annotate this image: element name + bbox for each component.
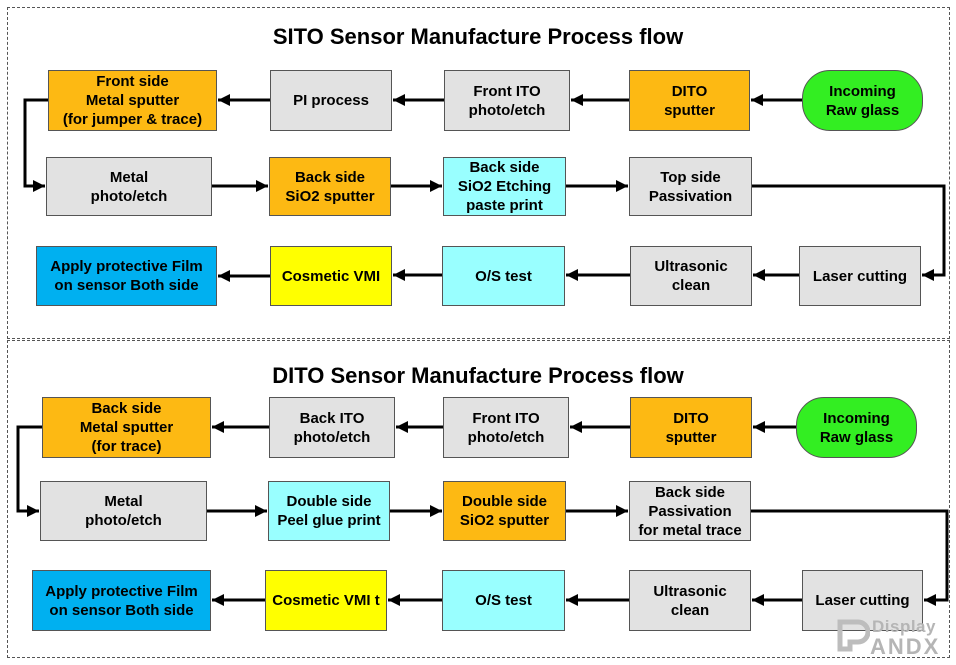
watermark-logo-icon — [837, 619, 870, 652]
sito-step-cosmetic-vmi: Cosmetic VMI — [270, 246, 392, 306]
sito-step-ultrasonic-clean: Ultrasonic clean — [630, 246, 752, 306]
sito-step-apply-protective-film: Apply protective Film on sensor Both sid… — [36, 246, 217, 306]
sito-title: SITO Sensor Manufacture Process flow — [272, 24, 684, 49]
sito-step-back-side-sio2-etching: Back side SiO2 Etching paste print — [443, 157, 566, 216]
dito-step-back-ito-photo-etch: Back ITO photo/etch — [269, 397, 395, 458]
sito-panel — [7, 7, 950, 339]
sito-step-laser-cutting: Laser cutting — [799, 246, 921, 306]
dito-step-dito-sputter: DITO sputter — [630, 397, 752, 458]
sito-step-front-ito-photo-etch: Front ITO photo/etch — [444, 70, 570, 131]
sito-step-metal-photo-etch: Metal photo/etch — [46, 157, 212, 216]
dito-arrow-9 — [751, 509, 949, 606]
sito-step-back-side-sio2-sputter: Back side SiO2 sputter — [269, 157, 391, 216]
dito-title: DITO Sensor Manufacture Process flow — [272, 363, 684, 388]
dito-step-back-side-metal-sputter: Back side Metal sputter (for trace) — [42, 397, 211, 458]
dito-step-back-side-passivation: Back side Passivation for metal trace — [629, 481, 751, 541]
watermark-text-display: Display — [872, 617, 936, 636]
sito-step-top-side-passivation: Top side Passivation — [629, 157, 752, 216]
dito-step-apply-protective-film: Apply protective Film on sensor Both sid… — [32, 570, 211, 631]
sito-step-front-side-metal-sputter: Front side Metal sputter (for jumper & t… — [48, 70, 217, 131]
watermark-text-andx: ANDX — [870, 634, 941, 659]
sito-arrow-9 — [752, 184, 946, 281]
sito-step-dito-sputter: DITO sputter — [629, 70, 750, 131]
dito-step-os-test: O/S test — [442, 570, 565, 631]
dito-step-cosmetic-vmi: Cosmetic VMI t — [265, 570, 387, 631]
dito-step-front-ito-photo-etch: Front ITO photo/etch — [443, 397, 569, 458]
dito-step-double-side-peel-glue-print: Double side Peel glue print — [268, 481, 390, 541]
sito-step-pi-process: PI process — [270, 70, 392, 131]
sito-arrow-5 — [23, 98, 48, 192]
dito-step-incoming-raw-glass: Incoming Raw glass — [796, 397, 917, 458]
sito-step-incoming-raw-glass: Incoming Raw glass — [802, 70, 923, 131]
dito-step-metal-photo-etch: Metal photo/etch — [40, 481, 207, 541]
dito-panel — [7, 340, 950, 658]
dito-arrow-5 — [16, 425, 42, 517]
sito-step-os-test: O/S test — [442, 246, 565, 306]
dito-step-double-side-sio2-sputter: Double side SiO2 sputter — [443, 481, 566, 541]
dito-step-ultrasonic-clean: Ultrasonic clean — [629, 570, 751, 631]
